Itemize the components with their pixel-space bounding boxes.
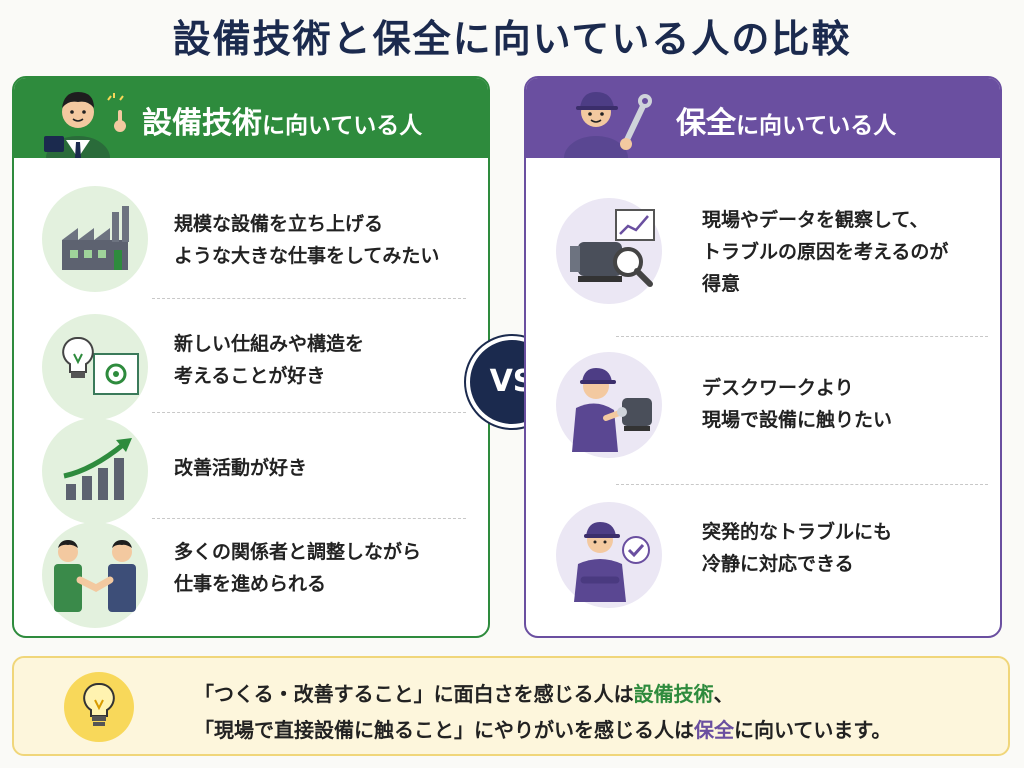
engineering-item-4-text: 多くの関係者と調整しながら仕事を進められる bbox=[174, 541, 422, 595]
maintenance-item-3-text: 突発的なトラブルにも冷静に対応できる bbox=[702, 521, 893, 575]
page-title: 設備技術と保全に向いている人の比較 bbox=[172, 17, 852, 61]
engineering-item-1-text: 規模な設備を立ち上げるような大きな仕事をしてみたい bbox=[174, 213, 440, 267]
summary-line-1: 「つくる・改善すること」に面白さを感じる人は設備技術、 bbox=[194, 682, 734, 706]
maintenance-item-2-text: デスクワークより現場で設備に触りたい bbox=[702, 377, 893, 431]
engineering-panel-title: 設備技術に向いている人 bbox=[142, 106, 423, 141]
growth-chart-icon bbox=[42, 418, 148, 524]
divider bbox=[152, 298, 466, 299]
worker-check-icon bbox=[556, 502, 662, 608]
worker-repair-icon bbox=[556, 352, 662, 458]
lightbulb-icon bbox=[64, 672, 134, 742]
lightbulb-blueprint-icon bbox=[42, 314, 148, 420]
maintenance-panel: 保全に向いている人 現場やデータを観察して、トラブルの原因を考えるのが得意 bbox=[524, 76, 1002, 638]
maintenance-panel-header: 保全に向いている人 bbox=[526, 78, 1000, 158]
summary-box: 「つくる・改善すること」に面白さを感じる人は設備技術、 「現場で直接設備に触るこ… bbox=[12, 656, 1010, 756]
summary-line-2: 「現場で直接設備に触ること」にやりがいを感じる人は保全に向いています。 bbox=[194, 718, 892, 742]
office-worker-icon bbox=[44, 92, 126, 158]
divider bbox=[152, 518, 466, 519]
divider bbox=[616, 336, 988, 337]
divider bbox=[616, 484, 988, 485]
factory-icon bbox=[42, 186, 148, 292]
motor-magnifier-icon bbox=[556, 198, 662, 304]
engineering-item-3-text: 改善活動が好き bbox=[174, 457, 308, 479]
maintenance-item-1-text: 現場やデータを観察して、トラブルの原因を考えるのが得意 bbox=[702, 209, 949, 295]
maintenance-panel-title: 保全に向いている人 bbox=[676, 106, 897, 141]
divider bbox=[152, 412, 466, 413]
handshake-icon bbox=[42, 522, 148, 628]
engineering-panel: 設備技術に向いている人 規模な設備を立ち上げるような大きな仕事をしてみたい bbox=[12, 76, 490, 638]
engineering-item-2-text: 新しい仕組みや構造を考えることが好き bbox=[174, 333, 365, 387]
engineering-panel-header: 設備技術に向いている人 bbox=[14, 78, 488, 158]
mechanic-icon bbox=[564, 92, 652, 158]
